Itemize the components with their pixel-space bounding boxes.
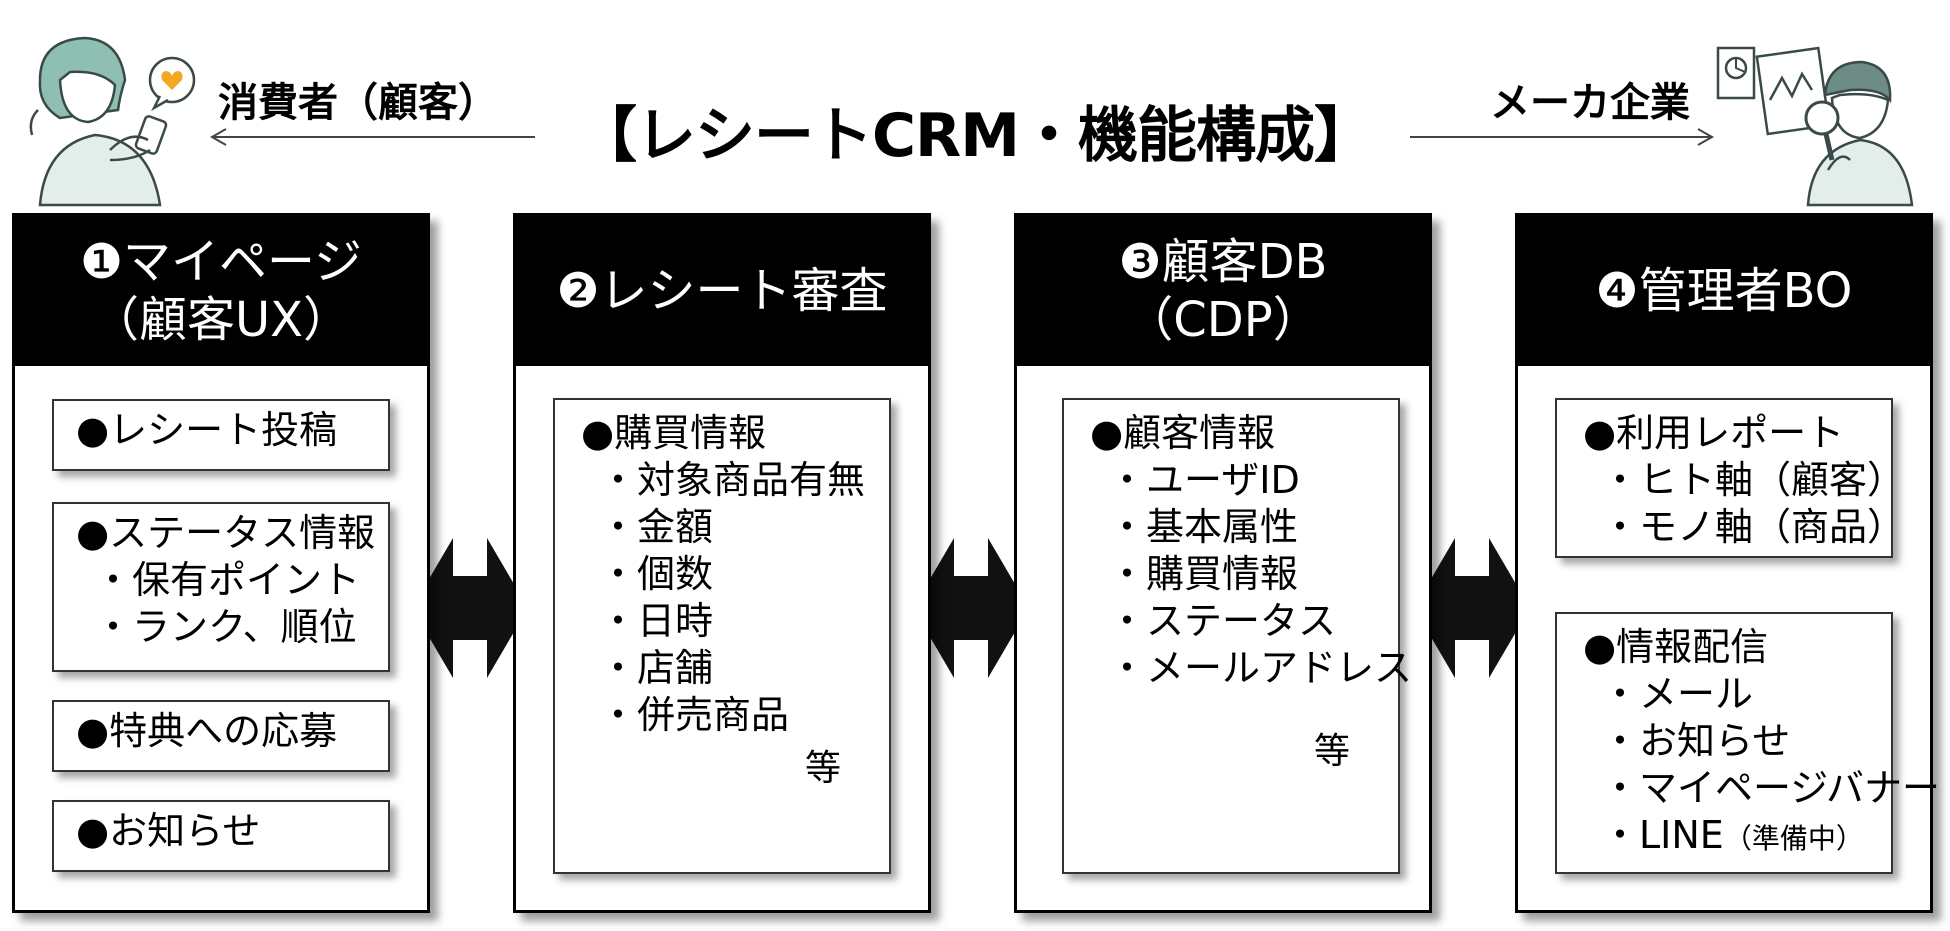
diagram-title: 【レシートCRM・機能構成】	[577, 101, 1374, 171]
etc-label: 等	[805, 748, 842, 789]
box-item: ・基本属性	[1108, 505, 1299, 549]
box-item: ・マイページバナー	[1601, 766, 1940, 810]
box-item: ・ヒト軸（顧客）	[1601, 458, 1906, 502]
box-item: ・メール	[1601, 672, 1754, 716]
panel-title: ❸顧客DB	[1118, 234, 1328, 290]
preparing-note: （準備中）	[1723, 822, 1864, 855]
etc-label: 等	[1314, 731, 1351, 772]
box-item: ・メールアドレス	[1108, 646, 1413, 690]
box-benefit-apply: ●特典への応募	[52, 700, 390, 772]
box-heading: ●ステータス情報	[76, 511, 376, 555]
box-purchase-info: ●購買情報 ・対象商品有無 ・金額 ・個数 ・日時 ・店舗 ・併売商品 等	[553, 398, 891, 874]
double-arrow-3-4	[1414, 538, 1530, 678]
panel-title: ❹管理者BO	[1595, 263, 1853, 319]
panel-mypage: ❶マイページ （顧客UX） ●レシート投稿 ●ステータス情報 ・保有ポイント ・…	[12, 213, 430, 913]
box-notice: ●お知らせ	[52, 800, 390, 872]
panel-header: ❹管理者BO	[1518, 216, 1930, 366]
company-label: メーカ企業	[1490, 80, 1690, 126]
panel-customer-db: ❸顧客DB （CDP） ●顧客情報 ・ユーザID ・基本属性 ・購買情報 ・ステ…	[1014, 213, 1432, 913]
panel-header: ❷レシート審査	[516, 216, 928, 366]
panel-receipt-review: ❷レシート審査 ●購買情報 ・対象商品有無 ・金額 ・個数 ・日時 ・店舗 ・併…	[513, 213, 931, 913]
box-heading: ●レシート投稿	[76, 408, 338, 452]
box-item: ・お知らせ	[1601, 719, 1791, 763]
double-arrow-1-2	[412, 538, 528, 678]
consumer-label: 消費者（顧客）	[218, 80, 498, 126]
panel-subtitle: （顧客UX）	[90, 292, 352, 348]
box-item: ・金額	[599, 505, 714, 549]
box-receipt-post: ●レシート投稿	[52, 399, 390, 471]
box-item: ・併売商品	[599, 693, 790, 737]
panel-title: ❷レシート審査	[556, 263, 888, 319]
box-status-info: ●ステータス情報 ・保有ポイント ・ランク、順位	[52, 502, 390, 672]
box-item: ・保有ポイント	[94, 558, 361, 602]
box-item: ・ランク、順位	[94, 605, 357, 649]
box-item: ・購買情報	[1108, 552, 1299, 596]
box-item: ・個数	[599, 552, 714, 596]
panel-subtitle: （CDP）	[1125, 292, 1321, 348]
box-item: ・LINE	[1601, 813, 1724, 857]
panel-title: ❶マイページ	[79, 234, 363, 290]
box-item: ・対象商品有無	[599, 458, 866, 502]
box-heading: ●顧客情報	[1090, 411, 1276, 455]
box-heading: ●利用レポート	[1583, 411, 1845, 455]
box-heading: ●お知らせ	[76, 809, 261, 853]
panel-header: ❸顧客DB （CDP）	[1017, 216, 1429, 366]
box-usage-report: ●利用レポート ・ヒト軸（顧客） ・モノ軸（商品）	[1555, 398, 1906, 558]
double-arrow-2-3	[913, 538, 1029, 678]
consumer-illustration	[29, 36, 196, 207]
box-item: ・ユーザID	[1108, 458, 1300, 502]
box-info-delivery: ●情報配信 ・メール ・お知らせ ・マイページバナー ・LINE（準備中）	[1555, 612, 1940, 874]
box-customer-info: ●顧客情報 ・ユーザID ・基本属性 ・購買情報 ・ステータス ・メールアドレス…	[1062, 398, 1413, 874]
box-heading: ●購買情報	[581, 411, 767, 455]
box-heading: ●特典への応募	[76, 709, 338, 753]
company-illustration	[1716, 46, 1914, 207]
box-item-line: ・LINE（準備中）	[1583, 812, 1891, 862]
panel-admin-bo: ❹管理者BO ●利用レポート ・ヒト軸（顧客） ・モノ軸（商品） ●情報配信 ・…	[1515, 213, 1940, 913]
box-heading: ●情報配信	[1583, 625, 1769, 669]
box-item: ・店舗	[599, 646, 714, 690]
box-item: ・ステータス	[1108, 599, 1337, 643]
box-item: ・モノ軸（商品）	[1601, 505, 1906, 549]
box-item: ・日時	[599, 599, 714, 643]
panel-header: ❶マイページ （顧客UX）	[15, 216, 427, 366]
